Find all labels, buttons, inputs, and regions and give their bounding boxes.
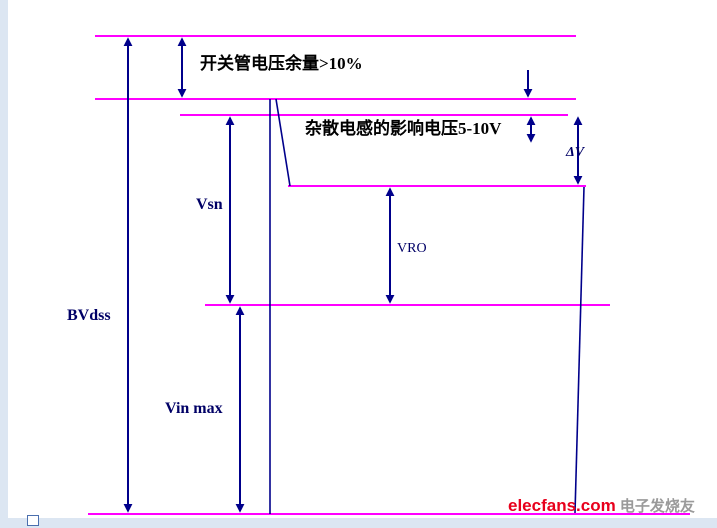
- watermark-suffix: 电子发烧友: [615, 498, 695, 515]
- anchor-handle-icon: [27, 515, 39, 526]
- margin-label: 开关管电压余量>10%: [200, 54, 363, 73]
- stray-inductance-label: 杂散电感的影响电压5-10V: [305, 119, 502, 138]
- vro-label: VRO: [397, 241, 427, 256]
- vin-max-label: Vin max: [165, 400, 223, 417]
- canvas-bottom-edge: [0, 518, 717, 528]
- delta-v-label: ΔV: [566, 145, 585, 160]
- watermark-brand: elecfans.com: [508, 496, 616, 515]
- bvdss-label: BVdss: [67, 307, 111, 324]
- vsn-label: Vsn: [196, 196, 223, 213]
- watermark: elecfans.com 电子发烧友: [508, 495, 695, 516]
- discharge-slope-line: [574, 186, 585, 514]
- spike-decay-line: [275, 98, 291, 187]
- canvas-left-edge: [0, 0, 8, 528]
